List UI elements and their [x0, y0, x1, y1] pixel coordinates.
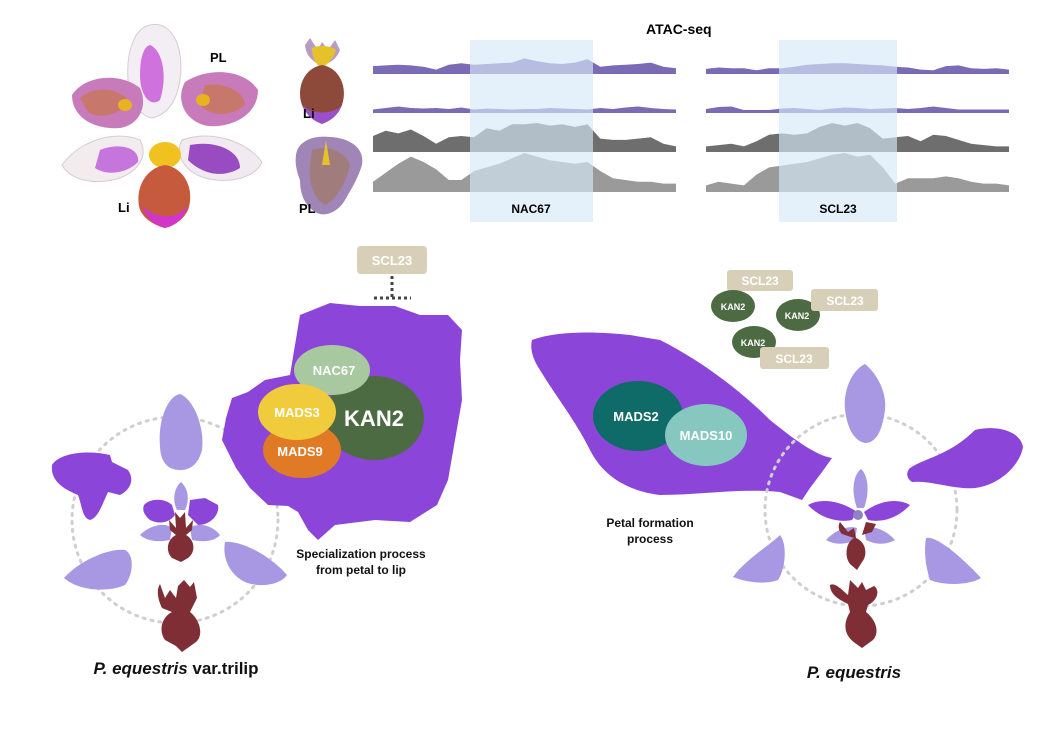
- mads3-protein: [258, 384, 336, 440]
- gene-highlight-region: [470, 40, 593, 222]
- mads10-label: MADS10: [680, 428, 733, 443]
- petal-formation-caption-line1: Petal formation: [606, 516, 693, 530]
- mads10-protein: [665, 404, 747, 466]
- scl23-repressor: SCL23: [357, 246, 427, 300]
- atac-track-panel-scl23: [706, 40, 1009, 222]
- nac67-protein: [294, 345, 370, 395]
- li-label-organ: Li: [303, 106, 315, 121]
- mads3-label: MADS3: [274, 405, 320, 420]
- lip-organ-photo: [300, 38, 344, 124]
- scl23-box: [760, 347, 829, 369]
- kan2-protein: [776, 299, 820, 331]
- dotted-circle: [763, 412, 959, 608]
- kan2-protein: [711, 290, 755, 322]
- gene-label-nac67: NAC67: [511, 202, 551, 216]
- pl-label-organ: PL: [299, 201, 316, 216]
- atac-track-panel-nac67: [373, 40, 676, 222]
- petal-organ-photo: [295, 136, 363, 215]
- nac67-label: NAC67: [313, 363, 356, 378]
- mads2-protein: [593, 381, 683, 451]
- lateral-sepal-left: [64, 549, 132, 590]
- li-label-flower: Li: [118, 200, 130, 215]
- lateral-petal-right: [907, 428, 1023, 489]
- scl23-box: [357, 246, 427, 274]
- mads9-label: MADS9: [277, 444, 323, 459]
- whole-flower-photo: [61, 23, 263, 228]
- lip-protein-complex: KAN2 NAC67 MADS3 MADS9: [258, 345, 424, 478]
- atac-seq-title: ATAC-seq: [646, 21, 712, 37]
- species-variety: var.trilip: [188, 659, 259, 678]
- dorsal-sepal: [159, 394, 203, 470]
- kan2-protein: [324, 376, 424, 460]
- scl23-label: SCL23: [372, 253, 412, 268]
- lateral-sepal-right: [925, 537, 981, 584]
- scl23-box: [727, 270, 793, 291]
- kan2-label: KAN2: [785, 311, 810, 321]
- species-label-trilip: P. equestris var.trilip: [93, 659, 258, 678]
- separated-lip-left: [157, 580, 201, 652]
- scl23-box: [811, 289, 878, 311]
- petal-protein-complex: MADS2 MADS10: [593, 381, 747, 466]
- kan2-label: KAN2: [344, 406, 404, 431]
- separated-lip-right: [830, 580, 878, 648]
- specialization-caption-line1: Specialization process: [296, 547, 426, 561]
- kan2-label: KAN2: [741, 338, 766, 348]
- lateral-sepal-left: [733, 535, 785, 583]
- mads2-label: MADS2: [613, 409, 659, 424]
- species-label-wildtype: P. equestris: [807, 663, 901, 682]
- petal-formation-caption-line2: process: [627, 532, 673, 546]
- scl23-label: SCL23: [775, 352, 813, 366]
- species-italic: P. equestris: [93, 659, 187, 678]
- dorsal-sepal: [844, 364, 886, 443]
- trilip-flower-diagram: [51, 394, 287, 652]
- lateral-lip-left: [51, 452, 132, 520]
- gene-label-scl23: SCL23: [819, 202, 857, 216]
- wildtype-flower-diagram: [733, 364, 1023, 648]
- scl23-label: SCL23: [826, 294, 864, 308]
- free-kan2-scl23-pairs: SCL23 KAN2 SCL23 KAN2 KAN2 SCL23: [711, 270, 878, 369]
- kan2-label: KAN2: [721, 302, 746, 312]
- lateral-sepal-right: [224, 541, 287, 586]
- gene-highlight-region: [779, 40, 897, 222]
- specialization-caption-line2: from petal to lip: [316, 563, 406, 577]
- pl-label-flower: PL: [210, 50, 227, 65]
- scl23-label: SCL23: [741, 274, 779, 288]
